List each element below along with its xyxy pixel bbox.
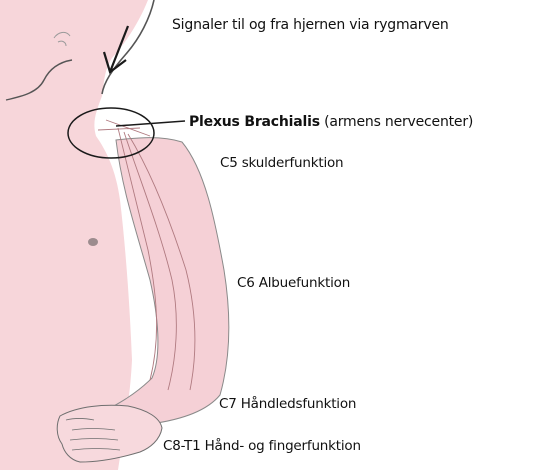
segment-label-c5: C5 skulderfunktion <box>220 157 343 171</box>
plexus-label: Plexus Brachialis (armens nervecenter) <box>189 115 473 129</box>
hand <box>57 405 162 462</box>
segment-label-c8-t1: C8-T1 Hånd- og fingerfunktion <box>163 440 361 454</box>
plexus-note: (armens nervecenter) <box>324 114 473 130</box>
segment-label-c6: C6 Albuefunktion <box>237 277 350 291</box>
title-label: Signaler til og fra hjernen via rygmarve… <box>172 18 449 32</box>
plexus-name: Plexus Brachialis <box>189 114 320 130</box>
nipple <box>88 238 98 246</box>
segment-label-c7: C7 Håndledsfunktion <box>219 398 356 412</box>
